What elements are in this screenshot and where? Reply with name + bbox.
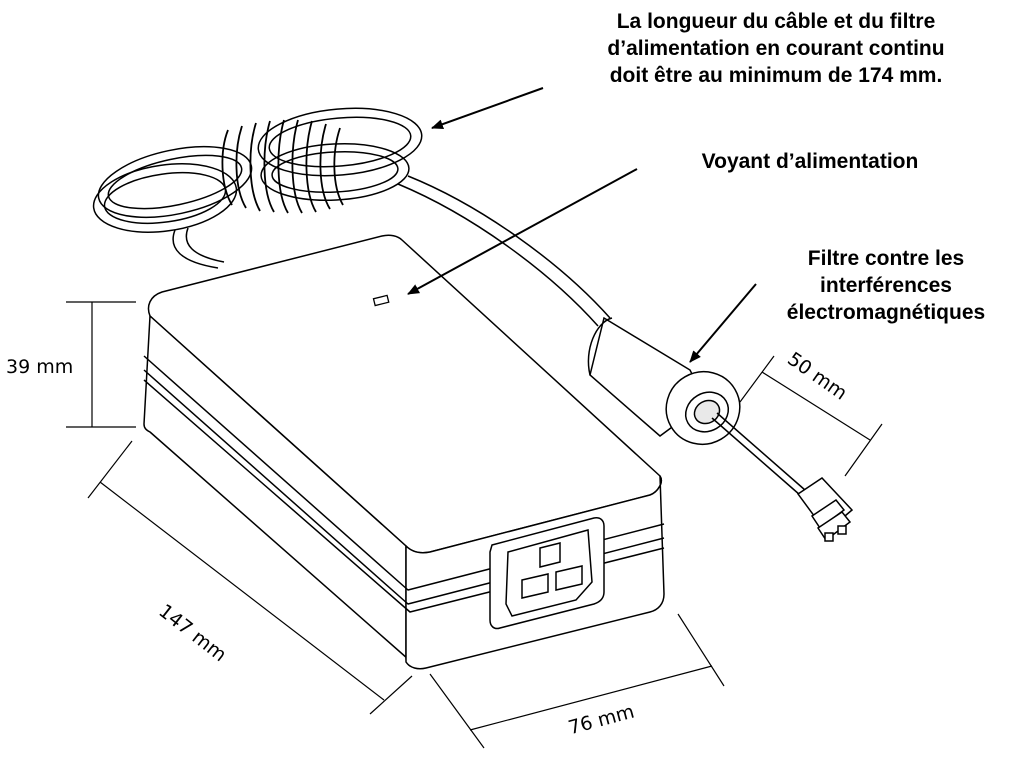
height-dimension-label: 39 mm [6, 356, 74, 378]
power-led-callout: Voyant d’alimentation [701, 150, 919, 173]
cable-length-callout-line3: doit être au minimum de 174 mm. [609, 64, 943, 87]
power-led [372, 294, 390, 307]
emi-filter-callout: Filtre contre les interférences électrom… [760, 245, 1012, 326]
emi-filter-callout-line2: interférences [820, 274, 952, 297]
cable-length-callout-line2: d’alimentation en courant continu [607, 37, 945, 60]
emi-filter-callout-line3: électromagnétiques [786, 301, 986, 324]
cable-length-callout-line1: La longueur du câble et du filtre [616, 10, 936, 33]
emi-filter-arrow [689, 283, 757, 363]
coiled-cable [92, 107, 611, 327]
callout-arrows [407, 87, 757, 363]
cable-length-callout: La longueur du câble et du filtre d’alim… [546, 8, 1006, 89]
ac-inlet [489, 517, 605, 630]
power-led-arrow [407, 168, 638, 295]
dimension-lines [66, 301, 883, 749]
cable-length-arrow [431, 87, 544, 129]
output-connector [711, 412, 854, 542]
emi-filter-callout-line1: Filtre contre les [807, 247, 965, 270]
